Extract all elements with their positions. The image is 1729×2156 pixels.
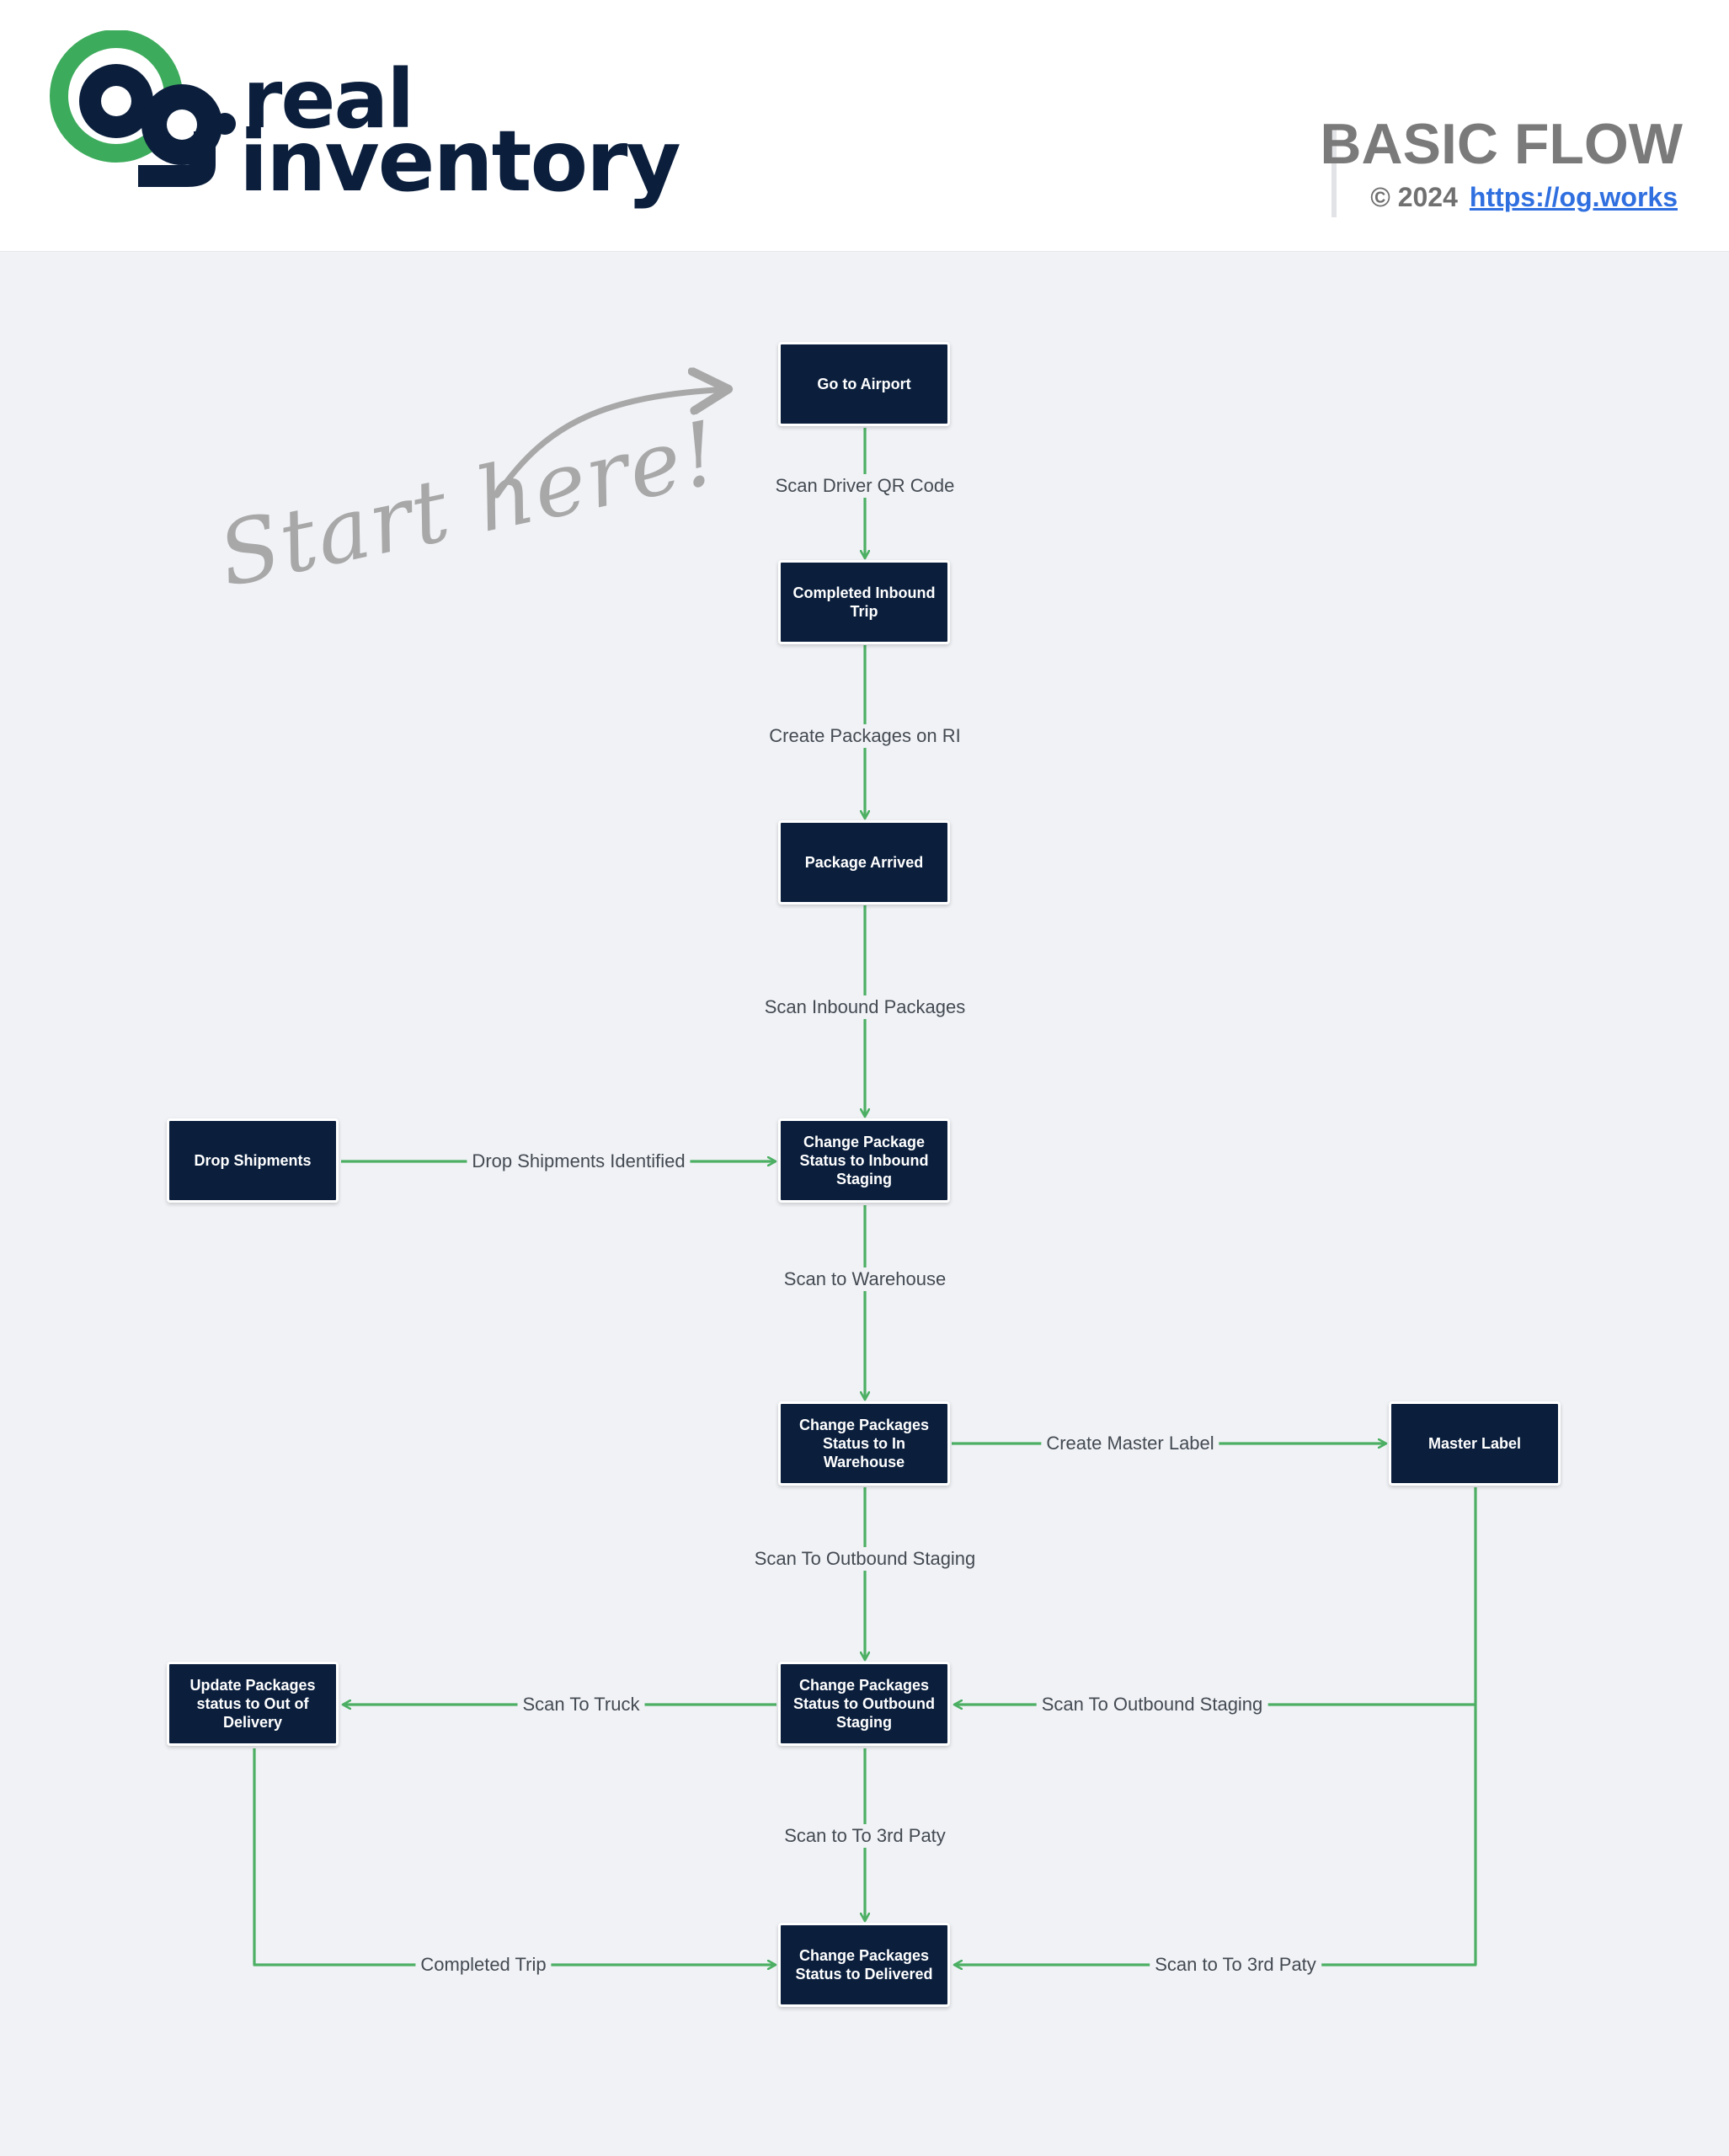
edge-master-label-to-delivered xyxy=(954,1705,1477,1965)
edge-label-scan-outbound-staging: Scan To Outbound Staging xyxy=(749,1547,981,1571)
brand-dot xyxy=(214,113,236,135)
title-divider xyxy=(1331,125,1337,217)
node-outbound-staging[interactable]: Change Packages Status to Outbound Stagi… xyxy=(778,1662,950,1746)
edge-label-create-master-label: Create Master Label xyxy=(1041,1432,1219,1455)
node-delivered[interactable]: Change Packages Status to Delivered xyxy=(778,1923,950,2007)
brand-word-inventory: inventory xyxy=(239,112,681,211)
edge-label-scan-3rd-party-master: Scan to To 3rd Paty xyxy=(1150,1953,1321,1977)
page-title: BASIC FLOW xyxy=(1320,112,1683,176)
edge-master-label-to-outbound-staging xyxy=(954,1487,1477,1705)
node-go-to-airport[interactable]: Go to Airport xyxy=(778,342,950,426)
edge-label-scan-3rd-party: Scan to To 3rd Paty xyxy=(779,1824,951,1848)
node-out-of-delivery[interactable]: Update Packages status to Out of Deliver… xyxy=(167,1662,339,1746)
page-header: real inventory BASIC FLOW © 2024 https://… xyxy=(0,0,1729,252)
edge-truck-to-delivered xyxy=(253,1748,776,1965)
website-link[interactable]: https://og.works xyxy=(1469,182,1678,212)
node-master-label[interactable]: Master Label xyxy=(1389,1401,1561,1486)
edge-label-scan-outbound-staging-master: Scan To Outbound Staging xyxy=(1036,1693,1268,1716)
brand-word-real: real xyxy=(243,52,414,147)
edge-label-drop-identified: Drop Shipments Identified xyxy=(467,1150,691,1173)
og-logo-mark xyxy=(50,30,222,187)
start-here-arrow xyxy=(494,389,728,499)
copyright-text: © 2024 xyxy=(1370,182,1458,212)
copyright-line: © 2024 https://og.works xyxy=(1370,182,1678,213)
edge-label-create-packages: Create Packages on RI xyxy=(764,724,966,748)
og-real-inventory-logo: real inventory xyxy=(44,30,681,224)
edge-label-scan-driver-qr: Scan Driver QR Code xyxy=(770,474,960,498)
edge-label-completed-trip: Completed Trip xyxy=(415,1953,552,1977)
edge-label-scan-inbound: Scan Inbound Packages xyxy=(759,995,971,1019)
node-package-arrived[interactable]: Package Arrived xyxy=(778,820,950,905)
node-drop-shipments[interactable]: Drop Shipments xyxy=(167,1118,339,1203)
edge-label-scan-warehouse: Scan to Warehouse xyxy=(778,1267,952,1291)
node-completed-inbound-trip[interactable]: Completed Inbound Trip xyxy=(778,560,950,644)
edge-label-scan-to-truck: Scan To Truck xyxy=(517,1693,645,1716)
node-in-warehouse[interactable]: Change Packages Status to In Warehouse xyxy=(778,1401,950,1486)
node-inbound-staging[interactable]: Change Package Status to Inbound Staging xyxy=(778,1118,950,1203)
